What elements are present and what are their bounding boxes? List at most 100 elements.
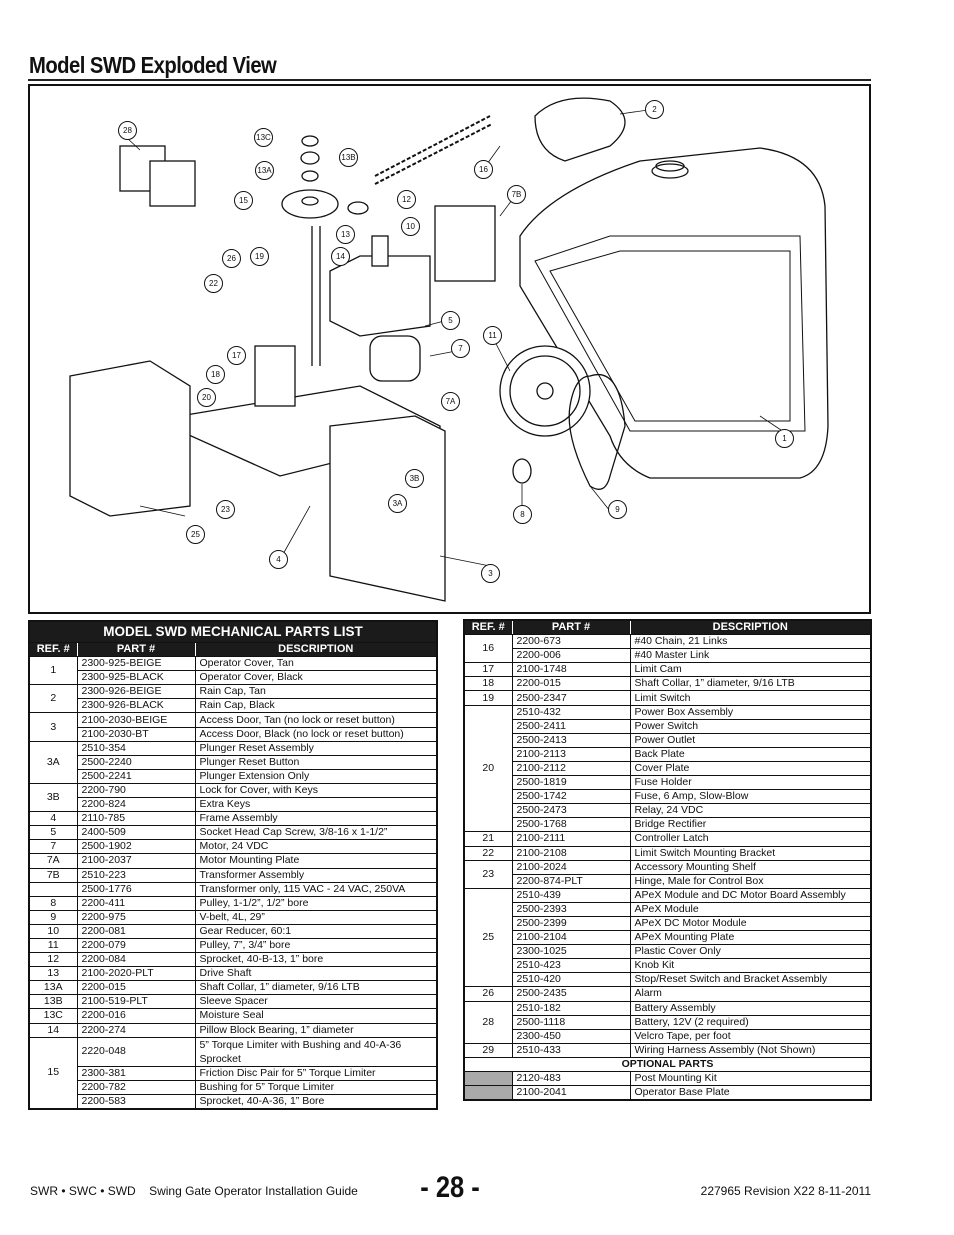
column-header-ref: REF. #: [28, 641, 78, 658]
part-number-cell: 2300-925-BLACK: [76, 670, 196, 686]
description-cell: APeX Module and DC Motor Board Assembly: [629, 887, 872, 903]
description-cell: Operator Cover, Black: [194, 670, 438, 686]
callout-11: 11: [483, 326, 502, 345]
description-cell: Plastic Cover Only: [629, 944, 872, 960]
part-number-cell: 2100-2020-PLT: [76, 966, 196, 982]
part-number-cell: 2510-432: [511, 704, 631, 720]
footer-guide-title: SWR • SWC • SWD Swing Gate Operator Inst…: [30, 1184, 358, 1198]
ref-cell: 19: [463, 690, 513, 706]
mechanical-parts-table: MODEL SWD MECHANICAL PARTS LIST REF. # P…: [28, 620, 438, 1110]
ref-cell: 7A: [28, 853, 78, 869]
part-number-cell: 2100-2104: [511, 930, 631, 946]
callout-13b: 13B: [339, 148, 358, 167]
part-number-cell: 2500-2473: [511, 803, 631, 819]
column-header-part: PART #: [76, 641, 196, 658]
part-number-cell: 2200-016: [76, 1008, 196, 1024]
part-number-cell: 2200-081: [76, 923, 196, 939]
description-cell: V-belt, 4L, 29”: [194, 909, 438, 925]
part-number-cell: 2200-782: [76, 1079, 196, 1095]
part-number-cell: 2500-1819: [511, 775, 631, 791]
part-number-cell: 2100-2112: [511, 760, 631, 777]
ref-cell: 3A: [28, 740, 78, 784]
description-cell: Limit Cam: [629, 662, 872, 678]
part-number-cell: 2300-381: [76, 1065, 196, 1081]
description-cell: Plunger Extension Only: [194, 768, 438, 784]
part-number-cell: 2200-006: [511, 648, 631, 664]
ref-cell: 18: [463, 676, 513, 692]
description-cell: Pulley, 1-1/2”, 1/2” bore: [194, 895, 438, 911]
ref-cell: 2: [28, 684, 78, 714]
ref-cell: 4: [28, 811, 78, 827]
description-cell: APeX DC Motor Module: [629, 915, 872, 932]
ref-cell: 17: [463, 662, 513, 678]
title-rule: [28, 79, 871, 81]
part-number-cell: 2200-874-PLT: [511, 873, 631, 889]
ref-cell: 1: [28, 656, 78, 686]
description-cell: Bridge Rectifier: [629, 817, 872, 833]
callout-4: 4: [269, 550, 288, 569]
part-number-cell: 2200-790: [76, 782, 196, 799]
description-cell: Operator Cover, Tan: [194, 656, 438, 672]
column-header-part: PART #: [511, 619, 631, 636]
description-cell: Operator Base Plate: [629, 1085, 872, 1101]
part-number-cell: 2100-2030-BEIGE: [76, 712, 196, 728]
ref-cell: 12: [28, 952, 78, 968]
description-cell: Sleeve Spacer: [194, 994, 438, 1010]
part-number-cell: 2500-2241: [76, 768, 196, 784]
ref-cell: 15: [28, 1036, 78, 1110]
description-cell: 5” Torque Limiter with Bushing and 40-A-…: [194, 1036, 438, 1067]
description-cell: Limit Switch: [629, 690, 872, 706]
ref-cell: 28: [463, 1000, 513, 1044]
description-cell: Power Box Assembly: [629, 704, 872, 720]
description-cell: Post Mounting Kit: [629, 1070, 872, 1087]
callout-3b: 3B: [405, 469, 424, 488]
part-number-cell: 2300-926-BLACK: [76, 698, 196, 714]
ref-cell: 13: [28, 966, 78, 982]
callout-20: 20: [197, 388, 216, 407]
large-pulley: [499, 345, 591, 437]
callout-2: 2: [645, 100, 664, 119]
door-panel: [329, 415, 446, 602]
description-cell: Limit Switch Mounting Bracket: [629, 845, 872, 861]
description-cell: Frame Assembly: [194, 811, 438, 827]
part-number-cell: 2300-1025: [511, 944, 631, 960]
callout-1: 1: [775, 429, 794, 448]
callout-28: 28: [118, 121, 137, 140]
description-cell: Rain Cap, Black: [194, 698, 438, 714]
part-number-cell: 2510-420: [511, 972, 631, 988]
part-number-cell: 2110-785: [76, 811, 196, 827]
part-number-cell: 2200-084: [76, 952, 196, 968]
optional-parts-title: OPTIONAL PARTS: [463, 1056, 872, 1073]
description-cell: Accessory Mounting Shelf: [629, 859, 872, 875]
callout-18: 18: [206, 365, 225, 384]
ref-cell: 10: [28, 923, 78, 939]
optional-parts-header-row: OPTIONAL PARTS: [463, 1056, 872, 1073]
description-cell: Sprocket, 40-A-36, 1” Bore: [194, 1093, 438, 1110]
description-cell: Cover Plate: [629, 760, 872, 777]
part-number-cell: 2300-925-BEIGE: [76, 656, 196, 672]
part-number-cell: 2510-182: [511, 1000, 631, 1016]
description-cell: Shaft Collar, 1” diameter, 9/16 LTB: [194, 980, 438, 996]
